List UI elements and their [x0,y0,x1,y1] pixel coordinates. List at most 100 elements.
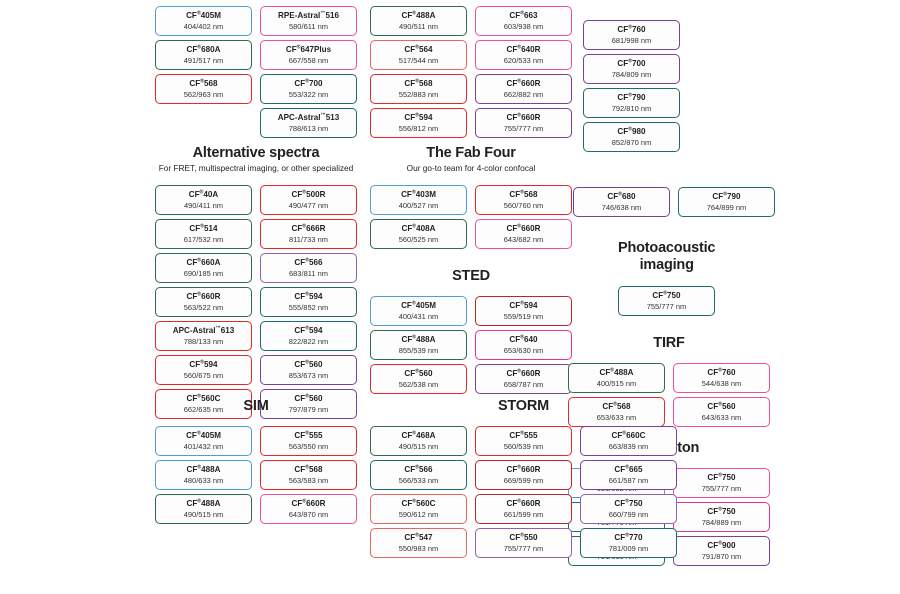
dye-code: 900 [722,540,736,550]
dye-wavelengths: 653/633 nm [596,412,637,422]
dye-code: 660R [306,498,326,508]
trademark-symbol: ® [625,531,630,538]
dye-code: 560 [419,368,433,378]
dye-code: 488A [201,498,221,508]
dye-code: 660R [521,78,541,88]
trademark-symbol: ® [520,429,525,436]
dye-code: 594 [309,291,323,301]
dye-wavelengths: 662/882 nm [503,89,544,99]
trademark-symbol: ® [520,9,525,16]
dye-wavelengths: 784/889 nm [701,517,742,527]
dye-name: CF®566 [294,256,323,267]
dye-name: CF®566 [404,463,433,474]
dye-code: 647Plus [300,44,332,54]
dye-wavelengths: 517/544 nm [398,55,439,65]
trademark-symbol: ® [415,111,420,118]
trademark-symbol: ® [197,256,202,263]
dye-name: CF®408A [401,222,436,233]
dye-wavelengths: 797/879 nm [288,404,329,414]
dye-name: CF®660R [506,77,541,88]
trademark-symbol: ® [412,9,417,16]
dye-code: 613 [220,325,235,335]
dye-code: 660R [521,368,541,378]
trademark-symbol: ™ [215,324,221,331]
dye-code: 550 [524,532,538,542]
